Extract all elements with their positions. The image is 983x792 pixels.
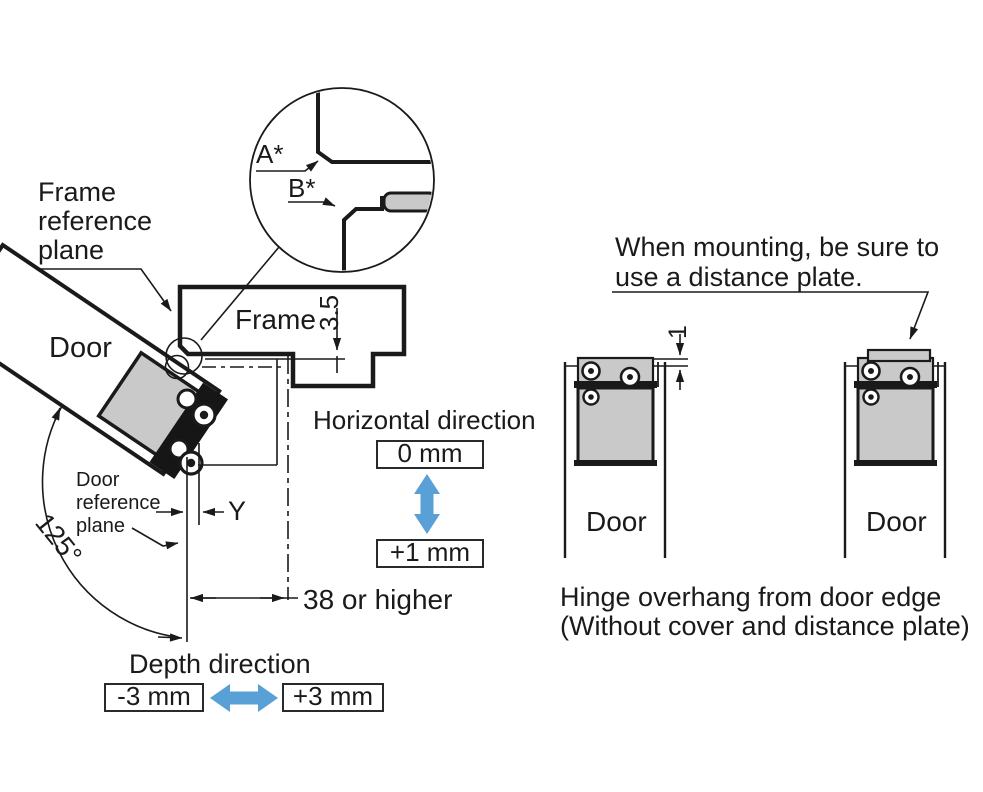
hinge-screw-dot xyxy=(627,374,633,380)
hinge-pin xyxy=(176,388,198,410)
value-plus3mm: +3 mm xyxy=(293,681,373,711)
frame-ref-leader xyxy=(40,268,172,312)
depth-title: Depth direction xyxy=(129,649,311,679)
detail-a-leader xyxy=(256,160,319,172)
dim-y-label: Y xyxy=(228,496,246,526)
detail-b-leader xyxy=(288,197,336,207)
pivot-detail-circle-small xyxy=(164,354,190,380)
construction-lines xyxy=(186,356,345,642)
distance-plate xyxy=(866,348,932,363)
hinge-pin-dot xyxy=(186,458,196,468)
depth-adjustment: Depth direction -3 mm +3 mm xyxy=(104,649,384,712)
angle-arc xyxy=(41,405,177,638)
detail-a-label: A* xyxy=(256,139,283,169)
hinge-plate-bar xyxy=(854,381,937,388)
open-door-assembly xyxy=(0,242,229,479)
vertical-double-arrow-icon xyxy=(414,474,440,534)
detail-door-corner xyxy=(342,196,384,271)
caption-line1: Hinge overhang from door edge xyxy=(560,582,941,612)
frame-label: Frame xyxy=(235,304,316,335)
dim-3-5: 3.5 xyxy=(314,295,344,351)
overhang-caption: Hinge overhang from door edge (Without c… xyxy=(560,582,970,641)
hinge-screw-dot xyxy=(868,368,874,374)
detail-frame-corner xyxy=(316,89,433,164)
door-ref-leader xyxy=(131,527,179,550)
hinge-screw-dot xyxy=(588,394,594,400)
door-ref-line2: reference xyxy=(76,492,161,514)
detail-hinge-arm xyxy=(382,191,433,213)
door-unit-without-plate: Door xyxy=(563,356,688,558)
door-ref-line1: Door xyxy=(76,469,120,491)
frame-cross-section xyxy=(177,284,407,389)
horizontal-adjustment: Horizontal direction 0 mm +1 mm xyxy=(313,405,536,568)
dim-3-5-label: 3.5 xyxy=(314,295,344,331)
note-line2: use a distance plate. xyxy=(615,262,863,292)
frame-ref-line3: plane xyxy=(38,235,104,265)
detail-b-label: B* xyxy=(288,173,315,203)
note-line1: When mounting, be sure to xyxy=(615,232,939,262)
door-label: Door xyxy=(49,332,112,364)
horizontal-title: Horizontal direction xyxy=(313,405,536,435)
value-box-plus3mm xyxy=(282,683,384,712)
value-plus1mm: +1 mm xyxy=(390,537,470,567)
hinge-cup-bottom-bar xyxy=(854,460,937,466)
door-unit-with-plate: Door xyxy=(843,348,947,558)
dim-y: Y xyxy=(156,496,246,526)
horizontal-double-arrow-icon xyxy=(210,684,278,712)
frame-ref-line1: Frame xyxy=(38,177,116,207)
hinge-cup-bottom-bar xyxy=(574,460,657,466)
caption-line2: (Without cover and distance plate) xyxy=(560,611,970,641)
dim-38: 38 or higher xyxy=(190,584,452,615)
door-label-left-unit: Door xyxy=(586,506,647,537)
detail-leader-line xyxy=(200,246,280,341)
hinge-screw-dot xyxy=(868,394,874,400)
door-label-right-unit: Door xyxy=(866,506,927,537)
hinge-plate-bar xyxy=(574,381,657,388)
mounting-note: When mounting, be sure to use a distance… xyxy=(612,232,939,340)
frame-reference-plane-label: Frame reference plane xyxy=(38,177,172,312)
hinge-screw-dot xyxy=(588,368,594,374)
detail-view: A* B* xyxy=(200,87,435,341)
frame-ref-line2: reference xyxy=(38,206,152,236)
dim-1: 1 xyxy=(664,325,692,390)
hinge-screw-dot xyxy=(907,374,913,380)
value-0mm: 0 mm xyxy=(398,438,463,468)
value-box-0mm xyxy=(376,440,484,469)
detail-circle xyxy=(249,87,435,273)
dim-1-label: 1 xyxy=(664,325,692,339)
hinge-pin-dot xyxy=(199,410,209,420)
dim-38-label: 38 or higher xyxy=(303,584,452,615)
value-box-minus3mm xyxy=(104,683,204,712)
value-box-plus1mm xyxy=(376,539,484,568)
pivot-detail-circle xyxy=(165,337,203,375)
door-ref-line3: plane xyxy=(76,515,125,537)
value-minus3mm: -3 mm xyxy=(117,681,191,711)
door-reference-plane-label: Door reference plane xyxy=(76,469,179,550)
note-leader xyxy=(612,291,930,340)
